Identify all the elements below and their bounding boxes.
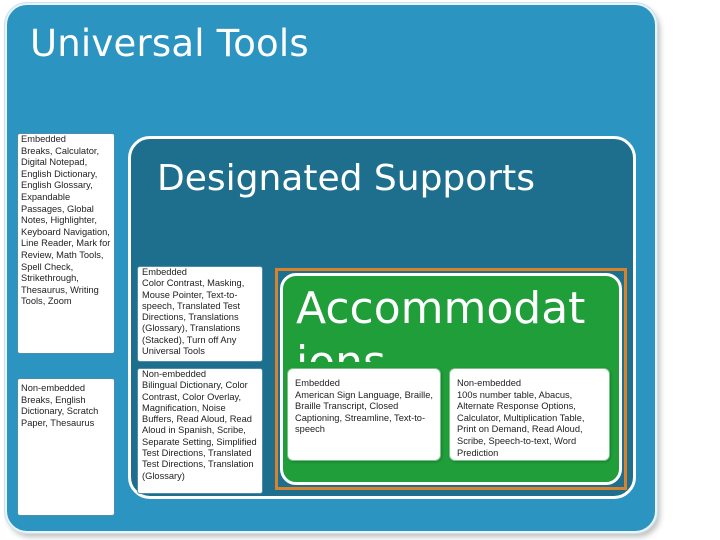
universal-tools-embedded-list: Breaks, Calculator, Digital Notepad, Eng… xyxy=(21,145,111,307)
designated-supports-non-embedded-list: Bilingual Dictionary, Color Contrast, Co… xyxy=(142,380,257,481)
universal-tools-embedded-heading: Embedded xyxy=(21,134,66,144)
designated-supports-embedded-box: Embedded Color Contrast, Masking, Mouse … xyxy=(137,266,263,362)
designated-supports-title: Designated Supports xyxy=(157,158,535,199)
accommodations-non-embedded-heading: Non-embedded xyxy=(457,378,522,388)
universal-tools-non-embedded-heading: Non-embedded xyxy=(21,383,86,393)
designated-supports-non-embedded-box: Non-embedded Bilingual Dictionary, Color… xyxy=(137,368,263,494)
accommodations-highlight-border xyxy=(275,268,627,490)
universal-tools-non-embedded-list: Breaks, English Dictionary, Scratch Pape… xyxy=(21,394,99,428)
designated-supports-embedded-list: Color Contrast, Masking, Mouse Pointer, … xyxy=(142,278,245,357)
accommodations-non-embedded-box: Non-embedded 100s number table, Abacus, … xyxy=(449,368,610,461)
universal-tools-title: Universal Tools xyxy=(30,22,309,65)
accommodations-non-embedded-list: 100s number table, Abacus, Alternate Res… xyxy=(457,389,585,458)
accommodations-title: Accommodations xyxy=(296,283,586,362)
accommodations-embedded-box: Embedded American Sign Language, Braille… xyxy=(287,368,441,461)
designated-supports-embedded-heading: Embedded xyxy=(142,267,187,277)
universal-tools-embedded-box: Embedded Breaks, Calculator, Digital Not… xyxy=(17,133,115,354)
designated-supports-non-embedded-heading: Non-embedded xyxy=(142,369,207,379)
accommodations-embedded-list: American Sign Language, Braille, Braille… xyxy=(295,389,433,435)
universal-tools-non-embedded-box: Non-embedded Breaks, English Dictionary,… xyxy=(17,378,115,516)
accommodations-embedded-heading: Embedded xyxy=(295,378,340,388)
